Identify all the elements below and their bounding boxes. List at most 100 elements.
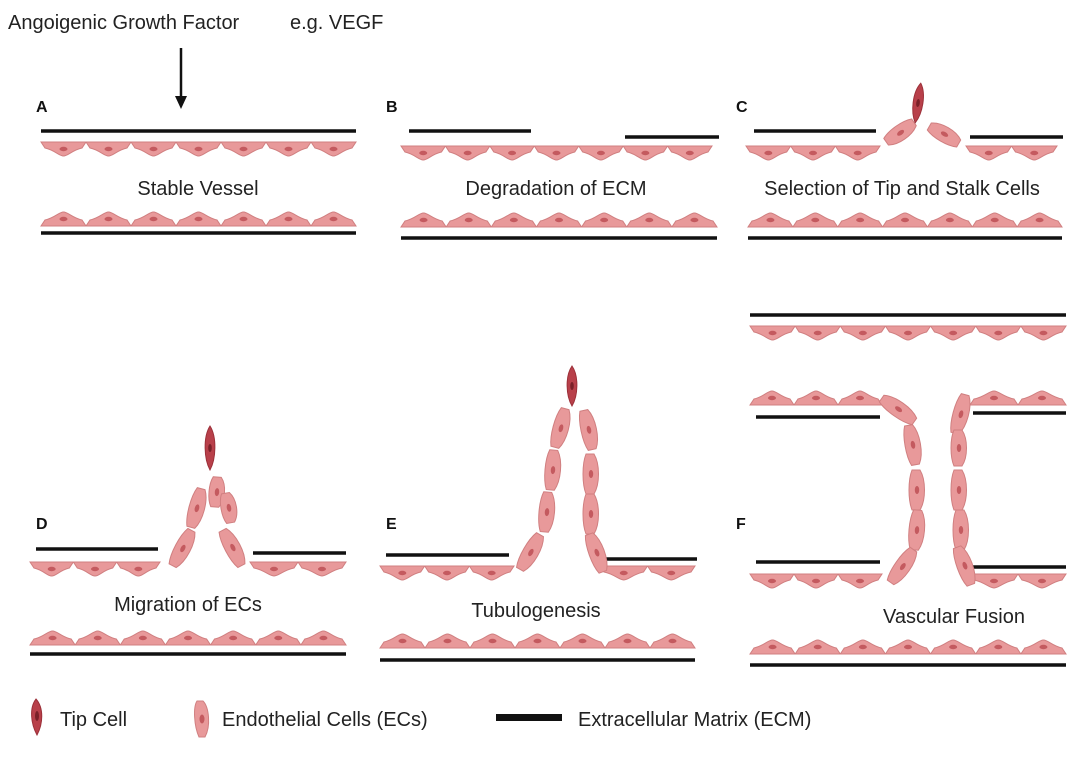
sprouting-cell (219, 491, 238, 525)
legend-endothelial-cells: Endothelial Cells (ECs) (222, 709, 428, 731)
endothelial-cell (625, 212, 673, 228)
endothelial-cell (533, 145, 580, 161)
endothelial-cell (265, 211, 312, 227)
endothelial-cell (400, 212, 448, 228)
growth-factor-arrowhead (175, 96, 187, 109)
endothelial-cell (265, 141, 312, 157)
tip-cell (912, 82, 924, 124)
sprouting-cells (168, 118, 976, 587)
panel-letter-f: F (736, 516, 746, 533)
sprouting-cell (950, 393, 971, 435)
endothelial-cell (119, 630, 167, 646)
tip-cell-legend-nucleus (35, 711, 39, 721)
endothelial-cell (559, 633, 606, 649)
endothelial-cell (488, 145, 536, 161)
endothelial-cell (469, 633, 516, 649)
endothelial-cell (85, 211, 132, 227)
endothelial-cell (1010, 145, 1058, 161)
sprouting-cell (950, 429, 967, 467)
endothelial-cell (929, 325, 977, 341)
endothelial-cell (965, 145, 1013, 161)
sprouting-cell (550, 407, 571, 449)
vegf-example-label: e.g. VEGF (290, 12, 383, 34)
sprouting-cell (908, 509, 926, 551)
endothelial-cell (747, 212, 794, 228)
endothelial-cell (649, 633, 696, 649)
endothelial-cell (1019, 639, 1067, 655)
endothelial-cell (793, 573, 839, 589)
endothelial-cell (794, 325, 842, 341)
sprouting-cell (903, 424, 922, 466)
panel-letter-b: B (386, 99, 398, 116)
ecm-legend-icon (496, 714, 562, 721)
endothelial-cell (666, 145, 713, 161)
endothelial-cell (29, 630, 77, 646)
endothelial-cell (220, 141, 267, 157)
endothelial-cell (310, 141, 357, 157)
endothelial-cell (115, 561, 161, 577)
endothelial-cell (794, 639, 842, 655)
endothelial-cell (580, 212, 628, 228)
sprouting-cell (168, 527, 196, 569)
endothelial-cell (29, 561, 75, 577)
endothelial-cell (884, 639, 932, 655)
sprouting-cell (883, 118, 917, 146)
endothelial-cell (834, 145, 881, 161)
endothelial-cell (175, 141, 222, 157)
endothelial-cell (926, 212, 974, 228)
endothelial-cell (74, 630, 122, 646)
sprouting-cell (582, 493, 599, 535)
sprouting-cell (926, 122, 962, 148)
endothelial-cell (423, 565, 471, 581)
sprouting-cell (208, 476, 226, 508)
endothelial-cell (839, 325, 887, 341)
endothelial-cell (745, 145, 792, 161)
legend-ecm: Extracellular Matrix (ECM) (578, 709, 811, 731)
endothelial-cell-legend-nucleus (199, 714, 205, 724)
endothelial-cell (749, 573, 795, 589)
growth-factor-label: Angoigenic Growth Factor (8, 12, 240, 34)
endothelial-cell (974, 325, 1022, 341)
tip-cells (204, 82, 924, 472)
endothelial-cell (749, 639, 797, 655)
endothelial-cell (1016, 212, 1063, 228)
caption-stable-vessel: Stable Vessel (137, 178, 258, 200)
endothelial-cell (379, 633, 426, 649)
sprouting-cell (186, 487, 207, 529)
endothelial-cell (1017, 390, 1067, 406)
endothelial-cell (837, 573, 883, 589)
endothelial-cell (837, 390, 883, 406)
endothelial-cell (793, 390, 839, 406)
endothelial-cell (969, 390, 1019, 406)
endothelial-cell (789, 145, 837, 161)
endothelial-cell (791, 212, 839, 228)
caption-tubulogenesis: Tubulogenesis (471, 600, 600, 622)
endothelial-cell (254, 630, 302, 646)
endothelial-cell (468, 565, 515, 581)
endothelial-cell (971, 212, 1019, 228)
panel-letter-d: D (36, 516, 48, 533)
endothelial-cell (220, 211, 267, 227)
endothelial-cell (72, 561, 118, 577)
endothelial-cell (299, 630, 347, 646)
endothelial-cell (424, 633, 471, 649)
panel-letter-c: C (736, 99, 748, 116)
endothelial-cell (535, 212, 583, 228)
endothelial-cell (209, 630, 257, 646)
endothelial-cell (599, 565, 649, 581)
endothelial-cell (490, 212, 538, 228)
endothelial-cell (130, 141, 177, 157)
endothelial-cell (749, 325, 797, 341)
endothelial-cell (622, 145, 669, 161)
sprouting-cell (584, 532, 608, 574)
endothelial-cell (40, 211, 87, 227)
endothelial-cell (130, 211, 177, 227)
endothelial-cell (839, 639, 887, 655)
endothelial-cell (749, 390, 795, 406)
endothelial-cell (249, 561, 299, 577)
endothelial-cell (1017, 573, 1067, 589)
endothelial-cell (836, 212, 884, 228)
endothelial-cell (85, 141, 132, 157)
caption-tip-stalk: Selection of Tip and Stalk Cells (764, 178, 1040, 200)
endothelial-cell (400, 145, 447, 161)
